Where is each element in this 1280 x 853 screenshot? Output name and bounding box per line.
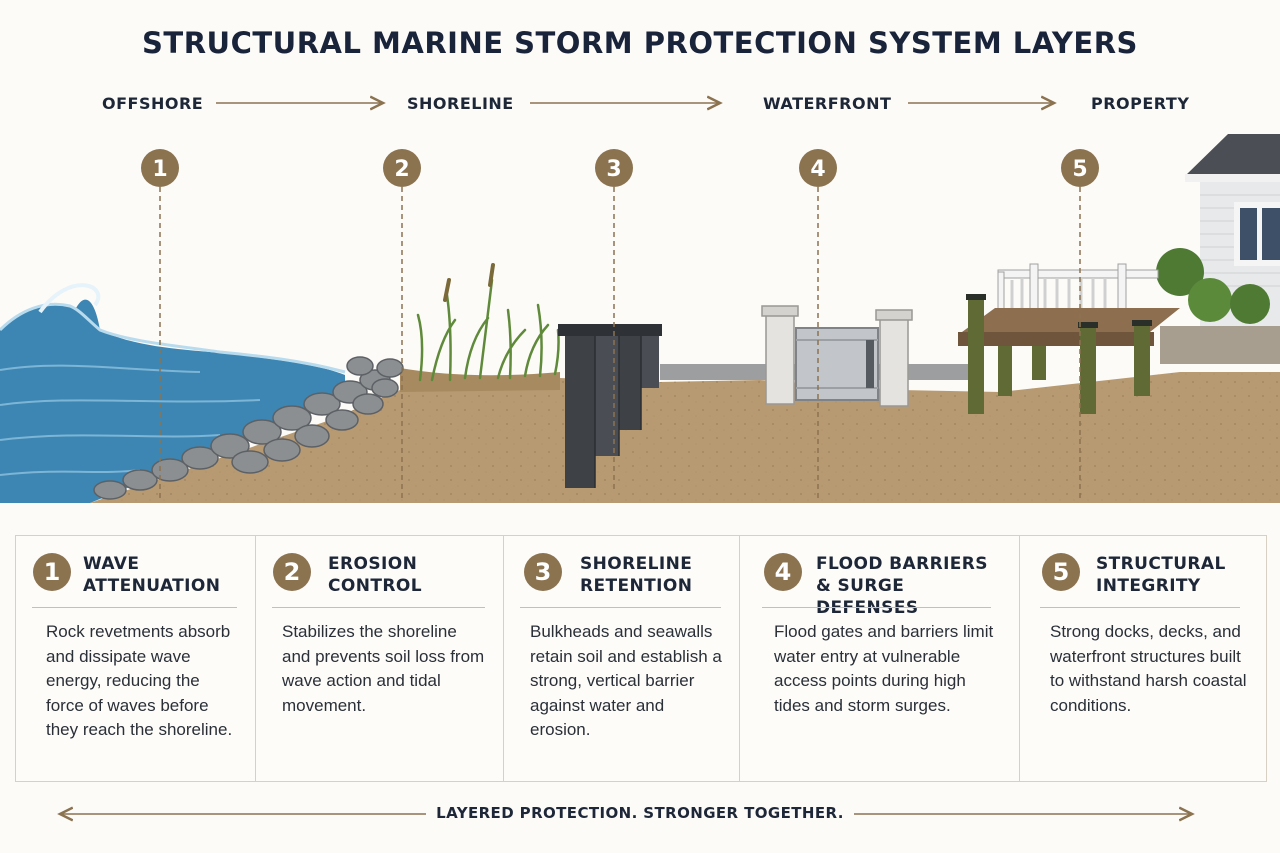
layer-card-wave-attenuation: 1 WAVE ATTENUATION Rock revetments absor… (16, 536, 256, 781)
house-icon (1156, 134, 1280, 364)
dock-icon (958, 263, 1180, 414)
layer-heading: EROSION CONTROL (328, 554, 422, 596)
divider (32, 607, 237, 608)
layer-card-structural-integrity: 5 STRUCTURAL INTEGRITY Strong docks, dec… (1020, 536, 1266, 781)
marker-number-4: 4 (810, 157, 825, 182)
marker-number-2: 2 (394, 157, 409, 182)
footer-tagline-text: LAYERED PROTECTION. STRONGER TOGETHER. (426, 804, 854, 822)
marker-circle-1 (141, 149, 179, 187)
layer-number-badge: 4 (764, 553, 802, 591)
page-title: STRUCTURAL MARINE STORM PROTECTION SYSTE… (142, 26, 1138, 60)
layer-number-badge: 1 (33, 553, 71, 591)
footer-tagline: LAYERED PROTECTION. STRONGER TOGETHER. (0, 804, 1280, 822)
layer-card-shoreline-retention: 3 SHORELINE RETENTION Bulkheads and seaw… (504, 536, 740, 781)
divider (520, 607, 721, 608)
divider (1040, 607, 1240, 608)
layer-description: Bulkheads and seawalls retain soil and e… (530, 622, 722, 739)
marker-circle-5 (1061, 149, 1099, 187)
layer-description: Strong docks, decks, and waterfront stru… (1050, 622, 1247, 715)
zone-label-property: PROPERTY (1091, 94, 1190, 113)
layer-markers: 1 2 3 4 5 (141, 149, 1099, 502)
marker-number-5: 5 (1072, 157, 1087, 182)
layer-cards: 1 WAVE ATTENUATION Rock revetments absor… (15, 535, 1267, 782)
bulkhead-icon (558, 324, 662, 488)
layer-description: Rock revetments absorb and dissipate wav… (46, 622, 233, 739)
layer-heading: WAVE ATTENUATION (83, 554, 221, 596)
layer-heading: FLOOD BARRIERS & SURGE DEFENSES (816, 554, 988, 618)
zone-label-waterfront: WATERFRONT (763, 94, 892, 113)
layer-number-badge: 3 (524, 553, 562, 591)
layer-number-badge: 5 (1042, 553, 1080, 591)
zone-label-offshore: OFFSHORE (102, 94, 204, 113)
marker-circle-4 (799, 149, 837, 187)
zone-label-shoreline: SHORELINE (407, 94, 514, 113)
flood-gate-icon (761, 305, 913, 407)
dune-grass-icon (416, 263, 560, 382)
layer-heading: SHORELINE RETENTION (580, 554, 693, 596)
layer-heading: STRUCTURAL INTEGRITY (1096, 554, 1226, 596)
layer-card-erosion-control: 2 EROSION CONTROL Stabilizes the shoreli… (256, 536, 504, 781)
marker-circle-2 (383, 149, 421, 187)
marker-number-1: 1 (152, 157, 167, 182)
layer-card-flood-barriers: 4 FLOOD BARRIERS & SURGE DEFENSES Flood … (740, 536, 1020, 781)
wave-icon (0, 283, 346, 503)
marker-number-3: 3 (606, 157, 621, 182)
layer-description: Flood gates and barriers limit water ent… (774, 622, 994, 715)
divider (762, 607, 991, 608)
layer-description: Stabilizes the shoreline and prevents so… (282, 622, 485, 715)
divider (272, 607, 485, 608)
marker-circle-3 (595, 149, 633, 187)
rock-revetment-icon (93, 356, 404, 500)
layer-number-badge: 2 (273, 553, 311, 591)
